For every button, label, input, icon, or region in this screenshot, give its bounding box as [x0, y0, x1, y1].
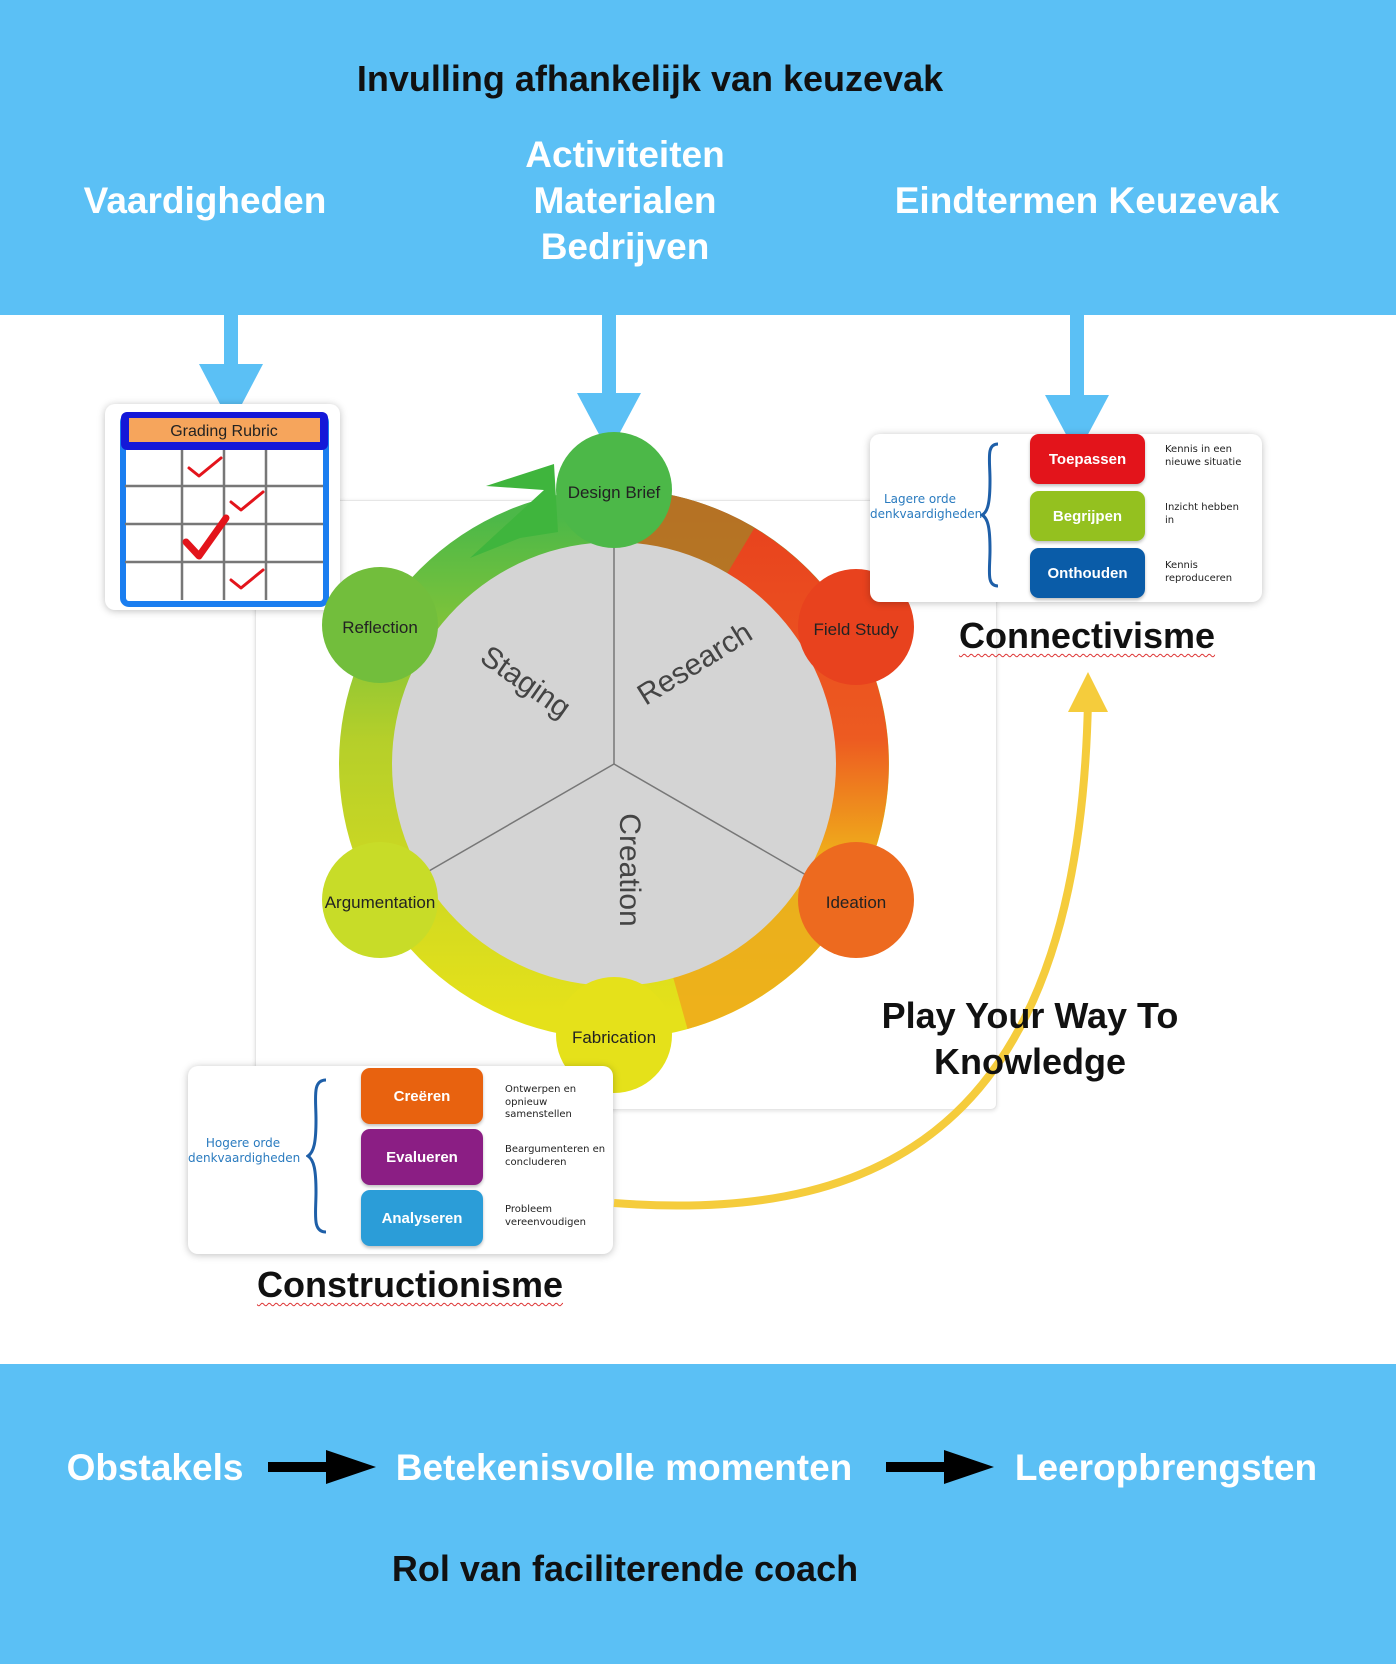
caption-connectivisme: Connectivisme	[958, 615, 1216, 656]
brace-icon	[306, 1078, 327, 1234]
bloom-begrijpen: Begrijpen	[1030, 491, 1145, 541]
top-banner	[0, 0, 1396, 315]
label-bedrijven: Bedrijven	[540, 226, 710, 267]
bloom-analyseren: Analyseren	[361, 1190, 483, 1246]
step-betekenisvolle-momenten: Betekenisvolle momenten	[395, 1447, 853, 1488]
bloom-creeren-desc: Ontwerpen en opnieuw samenstellen	[505, 1084, 577, 1120]
label-vaardigheden: Vaardigheden	[83, 180, 327, 221]
grading-rubric-icon: Grading Rubric	[120, 412, 329, 607]
node-argumentation	[322, 842, 438, 958]
arrow-shaft-middle	[602, 315, 616, 395]
svg-text:Argumentation: Argumentation	[325, 893, 436, 912]
grading-rubric-card: Grading Rubric	[105, 404, 340, 610]
check-icon	[229, 568, 265, 590]
top-title: Invulling afhankelijk van keuzevak	[356, 58, 944, 99]
arrow-head-icon	[1068, 672, 1108, 712]
check-icon	[229, 490, 265, 512]
bloom-onthouden: Onthouden	[1030, 548, 1145, 598]
label-activiteiten: Activiteiten	[525, 134, 725, 175]
arrow-right-icon	[944, 1450, 994, 1484]
rubric-title: Grading Rubric	[170, 423, 278, 440]
bloom-toepassen: Toepassen	[1030, 434, 1145, 484]
node-ideation	[798, 842, 914, 958]
arrow-shaft-right	[1070, 315, 1084, 397]
arrow-shaft	[268, 1462, 328, 1472]
check-icon	[182, 514, 230, 560]
bottom-banner	[0, 1364, 1396, 1664]
bloom-onthouden-desc: Kennis reproduceren	[1165, 560, 1233, 584]
label-materialen: Materialen	[533, 180, 717, 221]
svg-text:Fabrication: Fabrication	[572, 1028, 656, 1047]
arrow-head-middle	[577, 393, 641, 453]
lower-order-label: Lagere orde denkvaardigheden	[870, 492, 983, 521]
node-design-brief	[556, 432, 672, 548]
bloom-analyseren-desc: Probleem vereenvoudigen	[505, 1204, 586, 1228]
higher-order-label: Hogere orde denkvaardigheden	[188, 1136, 301, 1165]
node-reflection	[322, 567, 438, 683]
step-obstakels: Obstakels	[66, 1447, 244, 1488]
svg-text:Design Brief: Design Brief	[568, 483, 661, 502]
bloom-begrijpen-desc: Inzicht hebben in	[1165, 502, 1239, 526]
step-leeropbrengsten: Leeropbrengsten	[1014, 1447, 1318, 1488]
higher-order-card: Hogere orde denkvaardigheden Creëren Eva…	[188, 1066, 613, 1254]
svg-text:Reflection: Reflection	[342, 618, 418, 637]
lower-order-card: Lagere orde denkvaardigheden Toepassen B…	[870, 434, 1262, 602]
svg-text:Field Study: Field Study	[813, 620, 899, 639]
label-middle: Activiteiten Materialen Bedrijven	[525, 132, 724, 270]
bloom-toepassen-desc: Kennis in een nieuwe situatie	[1165, 444, 1242, 468]
sector-creation: Creation	[613, 813, 646, 926]
bloom-creeren: Creëren	[361, 1068, 483, 1124]
label-eindtermen: Eindtermen Keuzevak	[894, 180, 1280, 221]
brace-icon	[980, 442, 999, 588]
node-fabrication	[556, 977, 672, 1093]
design-cycle-diagram: Staging Research Creation Design Brief F…	[322, 432, 914, 1093]
caption-constructionisme: Constructionisme	[256, 1264, 564, 1305]
bloom-evalueren: Evalueren	[361, 1129, 483, 1185]
play-your-way-label: Play Your Way To Knowledge	[881, 995, 1179, 1082]
bloom-evalueren-desc: Beargumenteren en concluderen	[505, 1144, 606, 1168]
arrow-head-left	[199, 364, 263, 425]
arrow-head-right	[1045, 395, 1109, 455]
svg-text:Ideation: Ideation	[826, 893, 887, 912]
arrow-shaft-left	[224, 315, 238, 365]
arrow-right-icon	[326, 1450, 376, 1484]
check-icon	[187, 456, 223, 478]
arrow-shaft	[886, 1462, 946, 1472]
cycle-direction-arrow	[470, 464, 558, 558]
role-facilitating-coach: Rol van faciliterende coach	[391, 1548, 859, 1589]
